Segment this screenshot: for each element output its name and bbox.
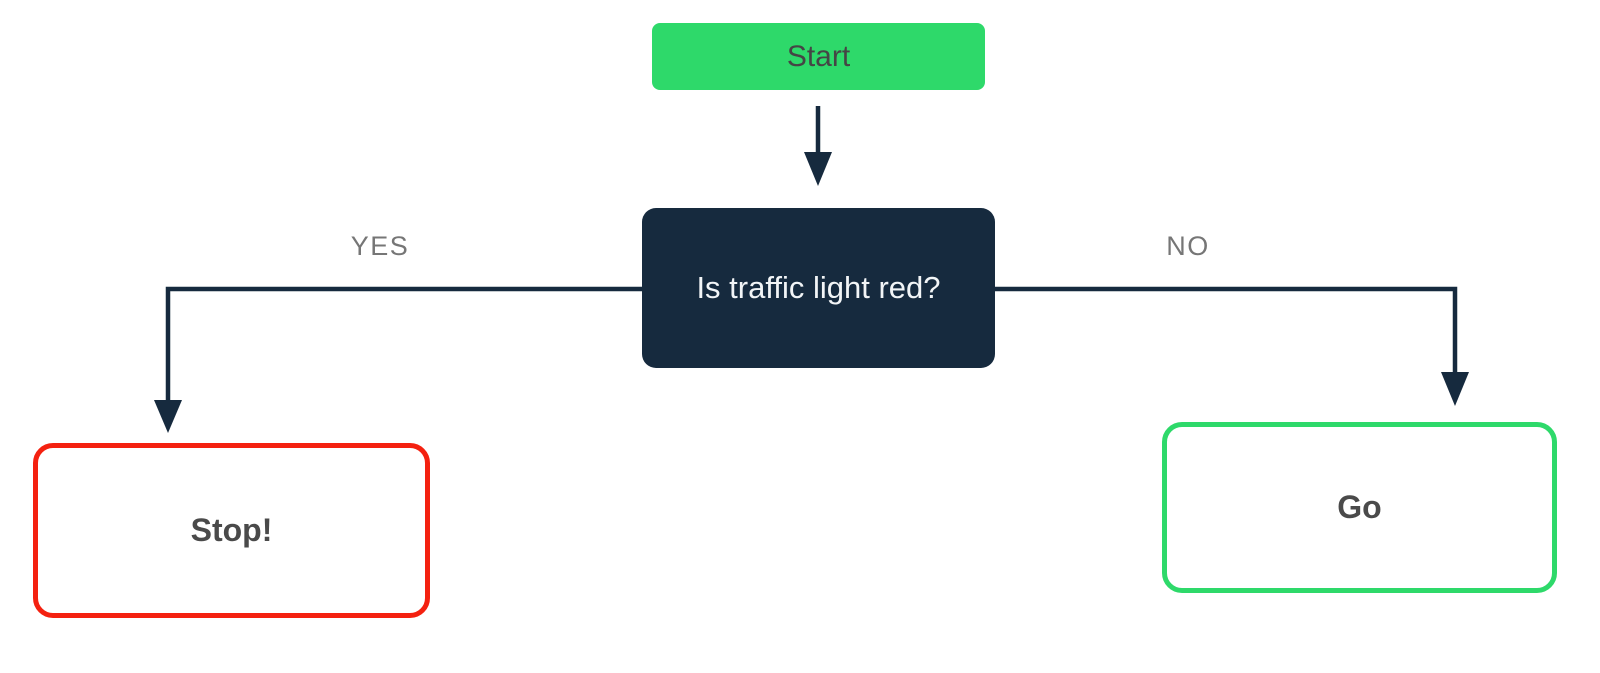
edge-label-yes: YES <box>350 231 410 261</box>
node-go: Go <box>1162 422 1557 593</box>
node-stop: Stop! <box>33 443 430 618</box>
arrow-yes-branch <box>154 286 642 433</box>
node-stop-label: Stop! <box>190 512 273 548</box>
node-start: Start <box>652 23 985 90</box>
arrow-no-branch <box>995 286 1469 406</box>
node-decision-label: Is traffic light red? <box>696 270 941 305</box>
node-start-label: Start <box>786 39 851 73</box>
arrow-start-to-decision <box>804 106 832 186</box>
arrow-start-to-decision-head <box>804 152 832 186</box>
node-go-label: Go <box>1337 489 1382 525</box>
edge-label-no: NO <box>1166 231 1210 261</box>
arrow-no-branch-line <box>995 286 1458 374</box>
arrow-no-branch-head <box>1441 372 1469 406</box>
arrow-yes-branch-head <box>154 400 182 433</box>
arrow-yes-branch-line <box>165 286 642 402</box>
node-decision: Is traffic light red? <box>642 208 995 368</box>
